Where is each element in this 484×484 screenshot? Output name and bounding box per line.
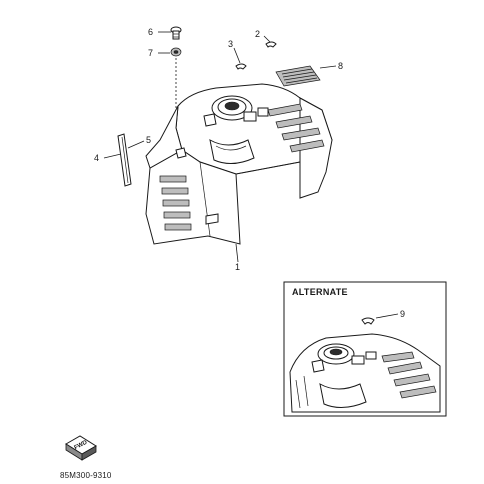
drawing-code: 85M300-9310 (60, 471, 112, 480)
leader-2 (263, 35, 271, 43)
right-louvers (267, 103, 325, 153)
callout-4: 4 (94, 153, 99, 163)
callout-6: 6 (148, 27, 153, 37)
forward-arrow-icon: FWD (65, 435, 97, 461)
leader-8 (319, 65, 337, 69)
alternate-cover-view (289, 333, 441, 413)
front-louvers (159, 175, 192, 231)
alternate-inset: ALTERNATE 9 (283, 281, 447, 417)
alternate-title: ALTERNATE (292, 287, 348, 297)
callout-9: 9 (400, 309, 405, 319)
leader-1 (235, 243, 239, 263)
callout-2: 2 (255, 29, 260, 39)
leader-3 (233, 47, 241, 64)
callout-1: 1 (235, 262, 240, 272)
part-6-screw[interactable] (170, 26, 182, 40)
part-1-front-cover[interactable] (145, 83, 333, 245)
part-4-strip[interactable] (117, 133, 132, 187)
leader-5 (127, 140, 145, 149)
part-5-strip[interactable] (121, 136, 129, 184)
part-7-grommet[interactable] (170, 47, 182, 57)
part-3-clip[interactable] (235, 63, 247, 70)
callout-5: 5 (146, 135, 151, 145)
callout-8: 8 (338, 61, 343, 71)
callout-7: 7 (148, 48, 153, 58)
leader-4 (103, 153, 122, 159)
callout-3: 3 (228, 39, 233, 49)
part-2-clip[interactable] (265, 41, 277, 48)
part-8-label[interactable] (275, 65, 321, 87)
part-9-clip[interactable] (361, 317, 375, 325)
leader-9 (375, 313, 399, 319)
